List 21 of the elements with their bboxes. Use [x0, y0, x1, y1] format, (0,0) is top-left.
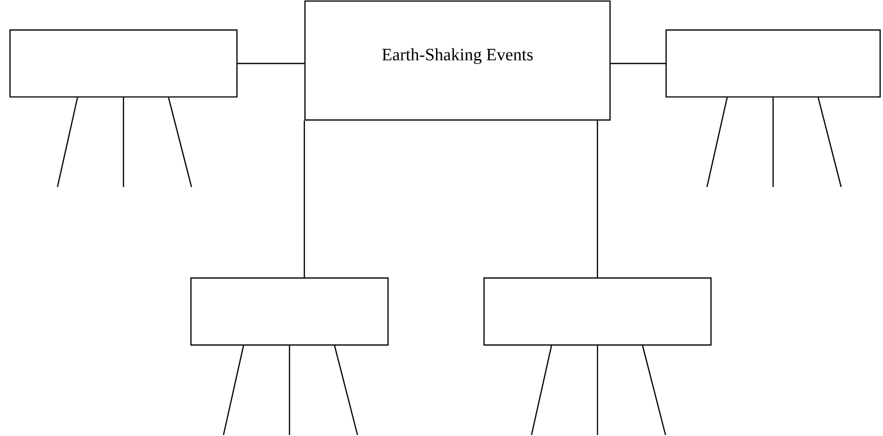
branch-line — [706, 97, 728, 188]
branch-line — [772, 98, 774, 187]
branch-line — [222, 345, 244, 436]
connector-line — [596, 120, 598, 278]
connector-line — [238, 62, 304, 64]
empty-box — [666, 29, 881, 98]
empty-box — [483, 277, 712, 346]
branch-line — [530, 345, 552, 436]
branch-line — [596, 346, 598, 435]
text-box: Earth-Shaking Events — [304, 0, 611, 121]
empty-box — [9, 29, 238, 98]
branch-line — [56, 97, 78, 188]
connector-line — [610, 62, 666, 64]
branch-line — [818, 97, 842, 188]
branch-line — [642, 345, 666, 436]
branch-line — [288, 346, 290, 435]
branch-line — [168, 97, 192, 188]
connector-line — [304, 120, 305, 278]
branch-line — [122, 98, 124, 187]
empty-box — [190, 277, 389, 346]
branch-line — [334, 345, 358, 436]
